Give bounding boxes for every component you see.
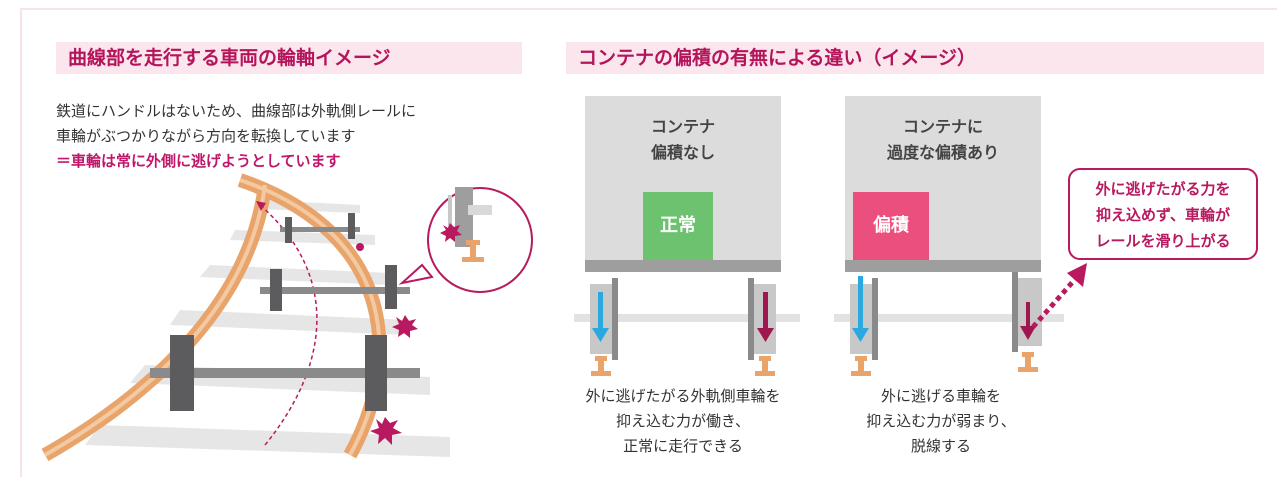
caption-normal-line-2: 抑え込む力が働き、 [616, 412, 750, 430]
container-normal-label-1: コンテナ [650, 117, 715, 136]
wheelset-biased [834, 272, 1064, 376]
caption-normal-line-1: 外に逃げたがる外軌側車輪を [585, 387, 781, 405]
caption-biased-line-3: 脱線する [910, 437, 971, 455]
container-biased-label-2: 過度な偏積あり [886, 143, 999, 162]
container-normal-label-2: 偏積なし [650, 143, 715, 162]
callout-slide-up: 外に逃げたがる力を 抑え込めず、車輪が レールを滑り上がる [1068, 168, 1258, 260]
desc-line-1: 鉄道にハンドルはないため、曲線部は外軌側レールに [56, 102, 417, 120]
status-normal: 正常 [643, 192, 713, 260]
container-biased-label-1: コンテナに [902, 117, 983, 136]
callout-line-2: 抑え込めず、車輪が [1096, 206, 1230, 224]
desc-line-2: 車輪がぶつかりながら方向を転換しています [56, 127, 356, 145]
container-normal: コンテナ 偏積なし 正常 [585, 96, 781, 260]
derail-direction-arrow [1031, 263, 1087, 329]
caption-biased: 外に逃げる車輪を 抑え込む力が弱まり、 脱線する [818, 384, 1064, 459]
container-biased: コンテナに 過度な偏積あり 偏積 [845, 96, 1041, 260]
caption-normal: 外に逃げたがる外軌側車輪を 抑え込む力が働き、 正常に走行できる [560, 384, 806, 459]
car-floor-normal [585, 260, 781, 272]
car-floor-biased [845, 260, 1041, 272]
left-section-title: 曲線部を走行する車両の輪軸イメージ [56, 42, 522, 74]
desc-emphasis: ＝車輪は常に外側に逃げようとしています [56, 152, 341, 170]
callout-line-3: レールを滑り上がる [1095, 232, 1231, 250]
caption-biased-line-1: 外に逃げる車輪を [880, 387, 1001, 405]
curved-track-illustration [41, 173, 533, 462]
status-biased: 偏積 [853, 192, 929, 260]
caption-biased-line-2: 抑え込む力が弱まり、 [866, 412, 1016, 430]
figure-frame [20, 8, 1277, 477]
wheelset-normal [574, 278, 800, 376]
caption-normal-line-3: 正常に走行できる [623, 437, 743, 455]
right-section-title: コンテナの偏積の有無による違い（イメージ） [566, 42, 1264, 74]
callout-line-1: 外に逃げたがる力を [1095, 180, 1231, 198]
